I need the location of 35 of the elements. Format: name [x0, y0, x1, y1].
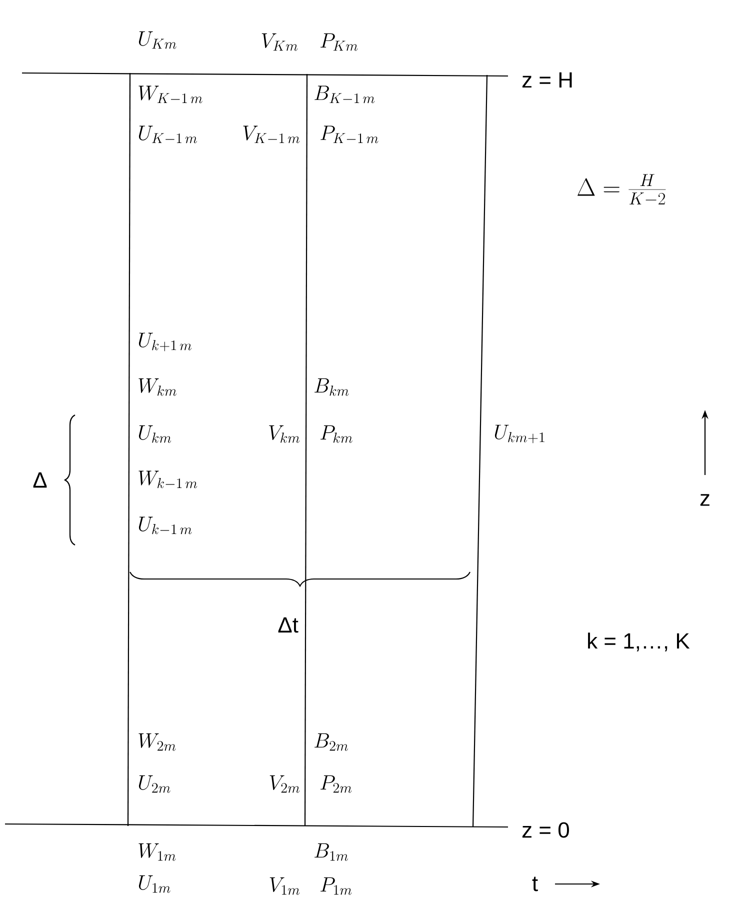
variable-label: $W_{K-1\,m}$ [138, 86, 202, 104]
index-range-label: k = 1,…, K [588, 632, 690, 652]
variable-label: $W_{2m}$ [138, 733, 176, 751]
variable-label: $P_{km}$ [320, 425, 352, 443]
variable-label: $B_{km}$ [314, 378, 349, 396]
variable-label: $P_{K-1\,m}$ [320, 126, 378, 144]
variable-label: $W_{k-1\,m}$ [138, 470, 198, 488]
variable-label: $U_{Km}$ [138, 31, 176, 49]
axis-label: t [532, 876, 538, 892]
variable-label: $W_{km}$ [138, 378, 176, 396]
variable-label: $V_{km}$ [269, 425, 300, 443]
boundary-label: z = 0 [522, 822, 569, 838]
variable-label: $V_{K-1\,m}$ [243, 126, 300, 144]
variable-label: $P_{2m}$ [320, 775, 352, 793]
variable-label: $P_{Km}$ [320, 33, 358, 51]
variable-label: $W_{1m}$ [138, 843, 176, 861]
variable-label: $P_{1m}$ [320, 877, 352, 895]
variable-label: $B_{1m}$ [314, 843, 348, 861]
variable-label: $U_{k+1\,m}$ [138, 332, 192, 352]
variable-label: $B_{2m}$ [314, 733, 348, 751]
variable-label: $U_{km}$ [138, 425, 172, 443]
variable-label: $V_{2m}$ [270, 775, 300, 793]
axis-label: z [700, 494, 710, 506]
variable-label: $U_{km+1}$ [494, 424, 544, 444]
spacing-label: Δt [278, 617, 298, 633]
variable-label: $B_{K-1\,m}$ [314, 86, 375, 104]
variable-label: $V_{1m}$ [270, 877, 300, 895]
spacing-label: Δ [33, 472, 47, 488]
variable-label: $U_{k-1\,m}$ [138, 516, 192, 534]
variable-label: $U_{K-1\,m}$ [138, 126, 197, 144]
boundary-label: z = H [522, 72, 572, 88]
variable-label: $U_{1m}$ [138, 875, 170, 893]
variable-label: $V_{Km}$ [262, 33, 298, 51]
variable-label: $U_{2m}$ [138, 775, 170, 793]
formula: $\Delta = \frac{H}{K-2}$ [577, 174, 666, 204]
